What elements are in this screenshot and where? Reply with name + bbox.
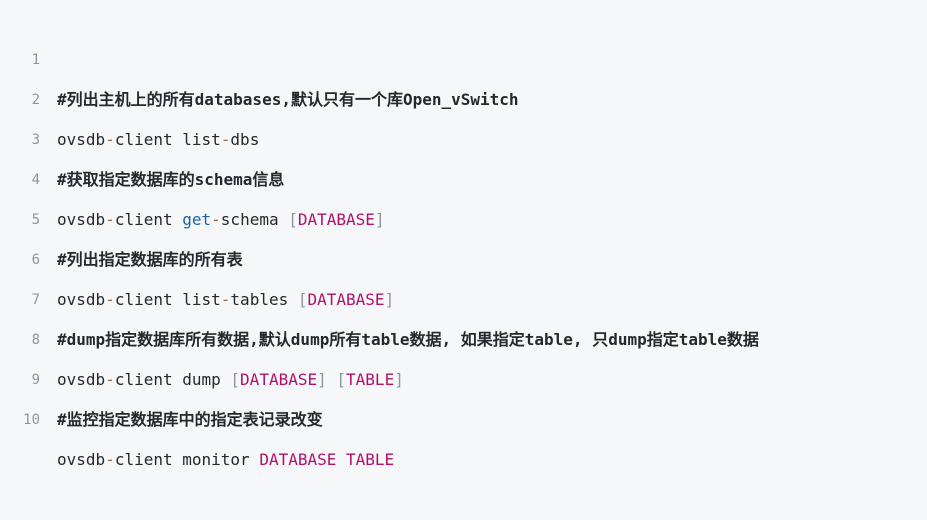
command-token: ovsdb [57,130,106,149]
argument-token: DATABASE [297,210,375,229]
code-line: 4 ovsdb-client get-schema [DATABASE] [0,120,927,229]
argument-token: TABLE [346,450,395,469]
argument-token: DATABASE [240,370,318,389]
line-number: 7 [31,292,40,308]
code-line: 2 ovsdb-client list-dbs [0,40,927,149]
command-token: ovsdb [57,290,106,309]
keyword-token: get [182,210,212,229]
code-text: #获取指定数据库的schema信息 [57,160,284,200]
dash-token: - [105,450,115,469]
line-number: 9 [31,372,40,388]
dash-token: - [211,210,221,229]
line-number: 6 [31,252,40,268]
command-token: client list [114,290,221,309]
command-token: schema [220,210,289,229]
code-text: #列出指定数据库的所有表 [57,240,243,280]
comment-text: #监控指定数据库中的指定表记录改变 [57,410,323,429]
code-line: 9 #监控指定数据库中的指定表记录改变 [0,320,927,429]
code-text: #dump指定数据库所有数据,默认dump所有table数据, 如果指定tabl… [57,320,759,360]
line-number: 3 [31,132,40,148]
dash-token: - [105,210,115,229]
code-block: 1 #列出主机上的所有databases,默认只有一个库Open_vSwitch… [0,0,927,469]
comment-text: #获取指定数据库的schema信息 [57,170,285,189]
line-number: 5 [31,212,40,228]
code-line: 3 #获取指定数据库的schema信息 [0,80,927,189]
dash-token: - [220,130,231,149]
line-number: 8 [31,332,40,348]
bracket-token: [ [297,290,308,309]
argument-token: DATABASE [259,450,337,469]
dash-token: - [105,290,115,309]
command-token: dbs [230,130,260,149]
code-text: ovsdb-client monitor DATABASE TABLE [57,440,394,480]
code-text: ovsdb-client list-tables [DATABASE] [57,280,394,320]
code-line: 5 #列出指定数据库的所有表 [0,160,927,269]
command-token: ovsdb [57,370,106,389]
bracket-token: [ [336,370,347,389]
code-text: #列出主机上的所有databases,默认只有一个库Open_vSwitch [57,80,519,120]
bracket-token: ] [384,290,395,309]
code-line: 8 ovsdb-client dump [DATABASE] [TABLE] [0,280,927,389]
dash-token: - [220,290,231,309]
dash-token: - [105,130,115,149]
bracket-token: ] [374,210,385,229]
line-number: 10 [23,412,40,428]
comment-text: #列出主机上的所有databases,默认只有一个库Open_vSwitch [57,90,519,109]
bracket-token: [ [288,210,298,229]
line-number: 1 [31,52,40,68]
bracket-token: ] [317,370,327,389]
dash-token: - [105,370,115,389]
command-token: tables [230,290,298,309]
code-line: 1 #列出主机上的所有databases,默认只有一个库Open_vSwitch [0,0,927,109]
code-line: 7 #dump指定数据库所有数据,默认dump所有table数据, 如果指定ta… [0,240,927,349]
space-token [336,450,346,469]
bracket-token: ] [394,370,404,389]
line-number: 4 [31,172,40,188]
code-line: 10 ovsdb-client monitor DATABASE TABLE [0,360,927,469]
line-number: 2 [31,92,40,108]
command-token: client list [114,130,221,149]
comment-text: #列出指定数据库的所有表 [57,250,243,269]
code-text: ovsdb-client list-dbs [57,120,259,160]
bracket-token: [ [230,370,241,389]
command-token: ovsdb [57,210,106,229]
comment-text: #dump指定数据库所有数据,默认dump所有table数据, 如果指定tabl… [57,330,759,349]
code-text: ovsdb-client dump [DATABASE] [TABLE] [57,360,404,400]
command-token: ovsdb [57,450,106,469]
code-line: 6 ovsdb-client list-tables [DATABASE] [0,200,927,309]
code-text: #监控指定数据库中的指定表记录改变 [57,400,323,440]
command-token: client [114,210,183,229]
argument-token: TABLE [346,370,395,389]
command-token: client dump [114,370,231,389]
command-token: client monitor [114,450,260,469]
code-text: ovsdb-client get-schema [DATABASE] [57,200,385,240]
argument-token: DATABASE [307,290,385,309]
